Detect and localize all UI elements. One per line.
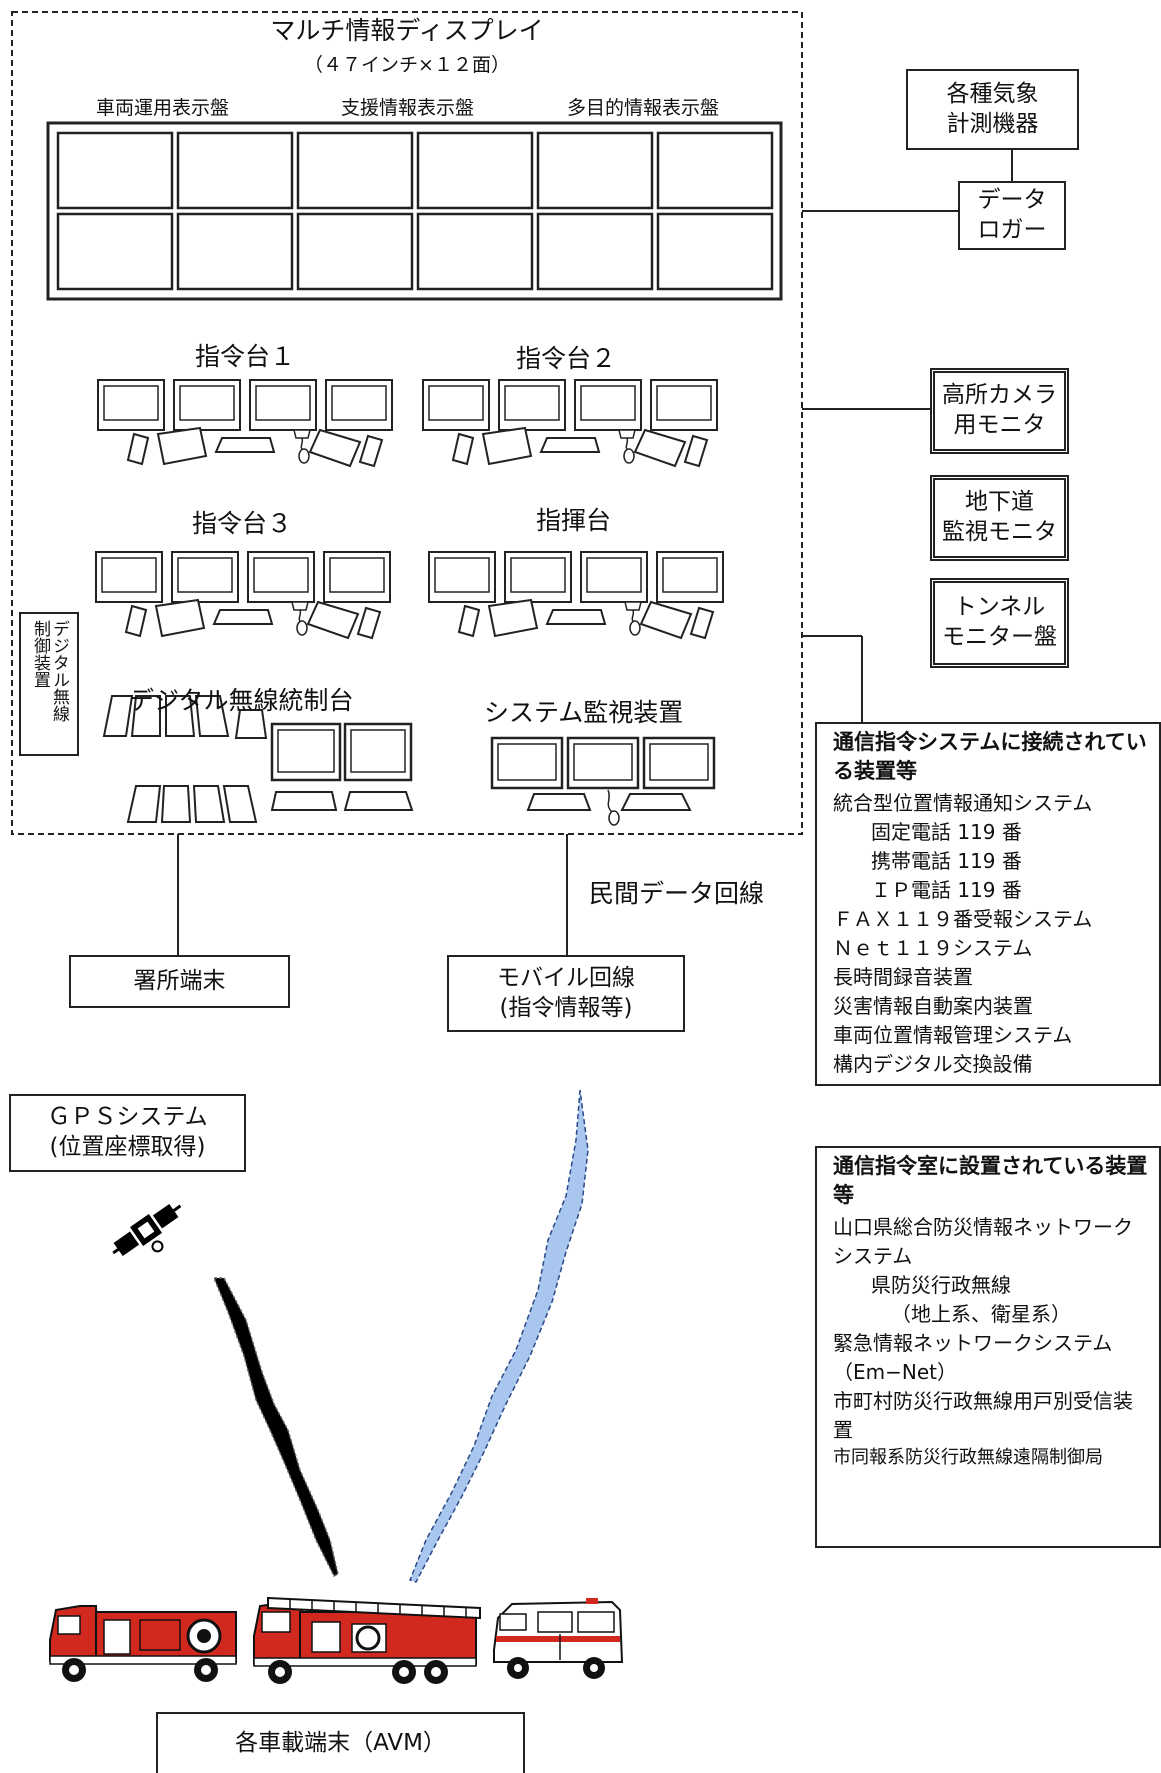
camera-monitor-line-2: 用モニタ [953, 412, 1046, 438]
radio-wave-blue [409, 1089, 589, 1583]
room-item: 県防災行政無線 [871, 1272, 1011, 1297]
satellite-icon [112, 1203, 182, 1257]
room-item: （地上系、衛星系） [891, 1301, 1071, 1326]
digital-radio-control-line-1: デジタル無線 [49, 620, 69, 722]
tunnel-monitor-line-1: トンネル [953, 594, 1046, 621]
console-1-graphic [97, 379, 393, 467]
connected-item: 携帯電話 119 番 [871, 848, 1022, 873]
station-terminal-label: 署所端末 [133, 967, 226, 994]
connected-devices-panel: 通信指令システムに接続されている装置等 統合型位置情報通知システム 固定電話 1… [815, 722, 1161, 1086]
multi-display-title: マルチ情報ディスプレイ [270, 16, 544, 45]
mobile-line-line-2: (指令情報等) [499, 994, 633, 1021]
digital-radio-console-graphic [102, 695, 414, 823]
camera-monitor-line-1: 高所カメラ [942, 382, 1057, 409]
vehicle-terminal-label: 各車載端末（AVM） [235, 1729, 446, 1756]
room-devices-heading: 通信指令室に設置されている装置等 [833, 1154, 1148, 1208]
data-logger-line-2: ロガー [977, 216, 1047, 243]
gps-line-2: (位置座標取得) [49, 1134, 206, 1160]
console-2-label: 指令台２ [516, 344, 617, 373]
connected-item: 固定電話 119 番 [871, 819, 1022, 844]
board-label-support: 支援情報表示盤 [341, 97, 475, 119]
gps-line-1: ＧＰＳシステム [47, 1104, 208, 1131]
data-logger-box: データ ロガー [958, 181, 1066, 250]
connected-item: ＩＰ電話 119 番 [871, 877, 1022, 902]
command-console-label: 指揮台 [536, 506, 612, 535]
room-devices-panel: 通信指令室に設置されている装置等 山口県総合防災情報ネットワークシステム 県防災… [815, 1146, 1161, 1548]
station-terminal-box: 署所端末 [69, 955, 290, 1008]
connected-item: 災害情報自動案内装置 [833, 993, 1033, 1018]
ladder-truck-icon [253, 1596, 481, 1684]
command-room-boundary [11, 11, 803, 835]
weather-instruments-box: 各種気象 計測機器 [906, 69, 1079, 150]
radio-wave-black [212, 1277, 339, 1578]
console-3-label: 指令台３ [192, 509, 293, 538]
mobile-line-box: モバイル回線 (指令情報等) [447, 955, 685, 1032]
ambulance-icon [493, 1598, 624, 1679]
console-3-graphic [95, 551, 391, 639]
room-item: 市同報系防災行政無線遠隔制御局 [833, 1446, 1103, 1468]
multi-display-panels [56, 131, 774, 291]
connection-lines [177, 150, 1013, 955]
room-item: 市町村防災行政無線用戸別受信装置 [833, 1388, 1133, 1442]
underground-monitor-line-2: 監視モニタ [942, 519, 1057, 545]
connected-item: Ｎｅｔ１１９システム [833, 935, 1033, 960]
connected-item: 構内デジタル交換設備 [833, 1051, 1033, 1076]
mobile-line-line-1: モバイル回線 [497, 964, 635, 991]
console-1-label: 指令台１ [195, 342, 296, 371]
system-monitor-label: システム監視装置 [484, 698, 684, 727]
vehicle-terminal-box: 各車載端末（AVM） [156, 1712, 525, 1773]
connected-item: 長時間録音装置 [833, 964, 973, 989]
tunnel-monitor-line-2: モニター盤 [942, 624, 1057, 650]
connected-item: ＦＡＸ１１９番受報システム [833, 906, 1093, 931]
digital-radio-console-label: デジタル無線統制台 [129, 686, 354, 715]
underground-monitor-line-1: 地下道 [965, 489, 1034, 516]
room-item: 山口県総合防災情報ネットワークシステム [833, 1214, 1133, 1268]
pumper-truck-icon [49, 1605, 237, 1682]
gps-system-box: ＧＰＳシステム (位置座標取得) [9, 1094, 246, 1172]
weather-line-1: 各種気象 [946, 80, 1039, 107]
digital-radio-control-device: デジタル無線 制御装置 [19, 612, 79, 756]
camera-monitor-box: 高所カメラ 用モニタ [930, 368, 1069, 454]
data-logger-line-1: データ [977, 186, 1047, 213]
underground-monitor-box: 地下道 監視モニタ [930, 475, 1069, 561]
connected-item: 車両位置情報管理システム [833, 1022, 1073, 1047]
tunnel-monitor-box: トンネル モニター盤 [930, 578, 1069, 668]
connected-devices-heading: 通信指令システムに接続されている装置等 [833, 730, 1147, 784]
system-monitor-graphic [490, 736, 716, 826]
private-data-line-label: 民間データ回線 [589, 879, 765, 908]
console-2-graphic [422, 379, 718, 467]
room-item: 緊急情報ネットワークシステム（Em−Net） [833, 1330, 1113, 1384]
board-label-vehicle: 車両運用表示盤 [96, 97, 230, 119]
board-label-multipurpose: 多目的情報表示盤 [567, 97, 720, 119]
connected-item: 統合型位置情報通知システム [833, 790, 1093, 815]
digital-radio-control-line-2: 制御装置 [30, 620, 50, 688]
weather-line-2: 計測機器 [946, 110, 1039, 137]
multi-display-subtitle: （４７インチ×１２面） [304, 54, 510, 76]
command-console-graphic [428, 551, 724, 639]
